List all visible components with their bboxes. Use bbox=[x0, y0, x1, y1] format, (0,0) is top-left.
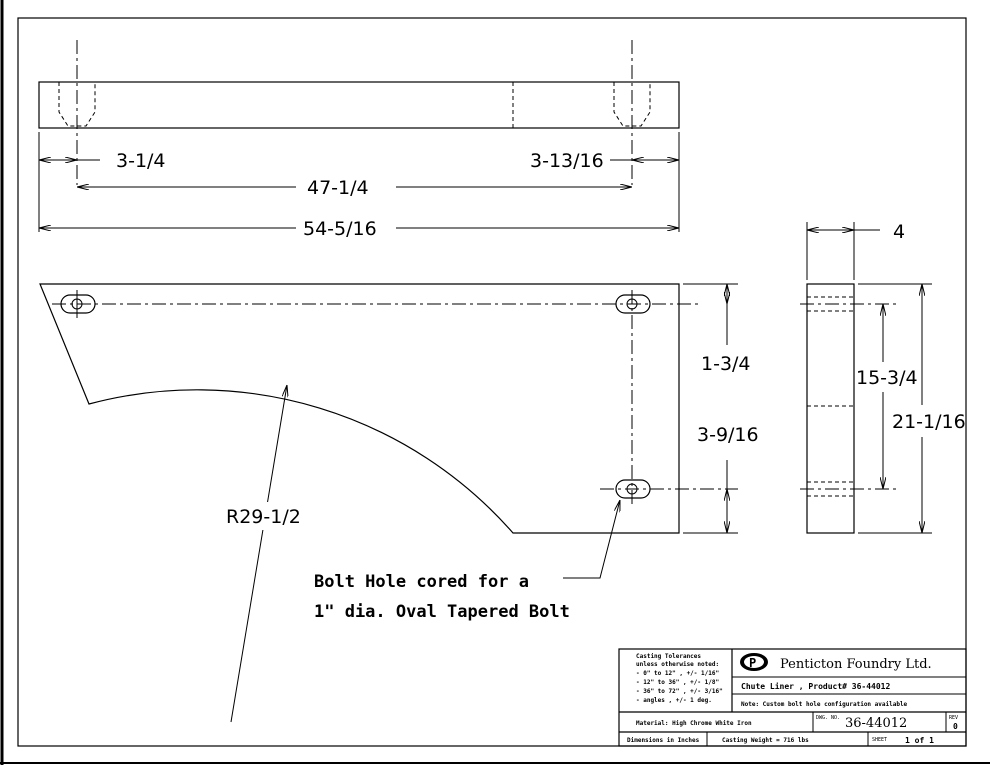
dim-right-offset-text: 3-13/16 bbox=[530, 150, 604, 172]
company-logo: P bbox=[740, 653, 768, 671]
top-view-outline bbox=[38, 81, 680, 129]
sheet-label: SHEET bbox=[872, 737, 887, 743]
dim-overall-height-text: 21-1/16 bbox=[892, 411, 966, 433]
right-hole-hidden-lines bbox=[613, 82, 651, 127]
front-view-outline bbox=[39, 283, 680, 534]
weight-line: Casting Weight = 716 lbs bbox=[722, 737, 809, 744]
sheet-frame bbox=[17, 17, 967, 747]
top-view: 3-1/4 3-13/16 47-1/4 54-5/16 bbox=[38, 40, 680, 240]
svg-text:P: P bbox=[749, 656, 756, 670]
dim-overall-length-text: 54-5/16 bbox=[303, 218, 377, 240]
side-view: 4 15-3/4 21-1/16 bbox=[800, 221, 966, 534]
left-hole-hidden-lines bbox=[58, 82, 96, 127]
tolerance-line-2: unless otherwise noted: bbox=[636, 661, 719, 668]
dim-hole-spacing-text: 47-1/4 bbox=[307, 177, 369, 199]
oval-hole-top-right bbox=[615, 294, 651, 314]
dim-hole-vertical-text: 3-9/16 bbox=[697, 424, 759, 446]
tolerance-line-4: - 12" to 36" , +/- 1/8" bbox=[636, 679, 719, 686]
product-line: Chute Liner , Product# 36-44012 bbox=[741, 681, 890, 691]
dwg-number: 36-44012 bbox=[845, 716, 907, 731]
title-block-frame bbox=[618, 648, 967, 747]
tolerance-line-6: - angles , +/- 1 deg. bbox=[636, 697, 712, 704]
units-line: Dimensions in Inches bbox=[627, 737, 700, 744]
front-view: 1-3/4 3-9/16 R29-1/2 Bolt Hole cored for… bbox=[39, 283, 759, 723]
tolerance-line-3: - 0" to 12" , +/- 1/16" bbox=[636, 670, 719, 677]
dim-top-hole-offset-text: 1-3/4 bbox=[701, 353, 751, 375]
material-line: Material: High Chrome White Iron bbox=[636, 720, 752, 727]
rev-value: 0 bbox=[953, 722, 958, 731]
tolerance-line-1: Casting Tolerances bbox=[636, 653, 701, 660]
tolerance-line-5: - 36" to 72" , +/- 3/16" bbox=[636, 688, 723, 695]
oval-hole-top-left-inner bbox=[71, 298, 83, 310]
oval-hole-bottom-right-inner bbox=[626, 483, 638, 495]
radius-label-mask bbox=[222, 502, 306, 530]
bolt-note-leader bbox=[563, 500, 620, 579]
bolt-note-line1: Bolt Hole cored for a bbox=[314, 572, 529, 592]
title-block: Casting Tolerances unless otherwise note… bbox=[618, 648, 967, 747]
company-name: Penticton Foundry Ltd. bbox=[780, 657, 932, 672]
radius-leader bbox=[230, 385, 287, 723]
note-line: Note: Custom bolt hole configuration ava… bbox=[741, 701, 908, 708]
sheet-value: 1 of 1 bbox=[905, 736, 934, 745]
dim-left-offset-text: 3-1/4 bbox=[116, 150, 166, 172]
oval-hole-bottom-right bbox=[615, 479, 651, 499]
bolt-note-line2: 1" dia. Oval Tapered Bolt bbox=[314, 602, 570, 622]
side-view-outline bbox=[806, 283, 855, 534]
radius-text: R29-1/2 bbox=[226, 506, 301, 528]
oval-hole-top-left bbox=[60, 294, 96, 314]
rev-label: REV bbox=[949, 715, 958, 721]
dim-thickness-text: 4 bbox=[893, 221, 905, 243]
oval-hole-top-right-inner bbox=[626, 298, 638, 310]
dim-side-hole-spacing-text: 15-3/4 bbox=[856, 367, 918, 389]
dwg-label: DWG. NO. bbox=[816, 715, 840, 721]
